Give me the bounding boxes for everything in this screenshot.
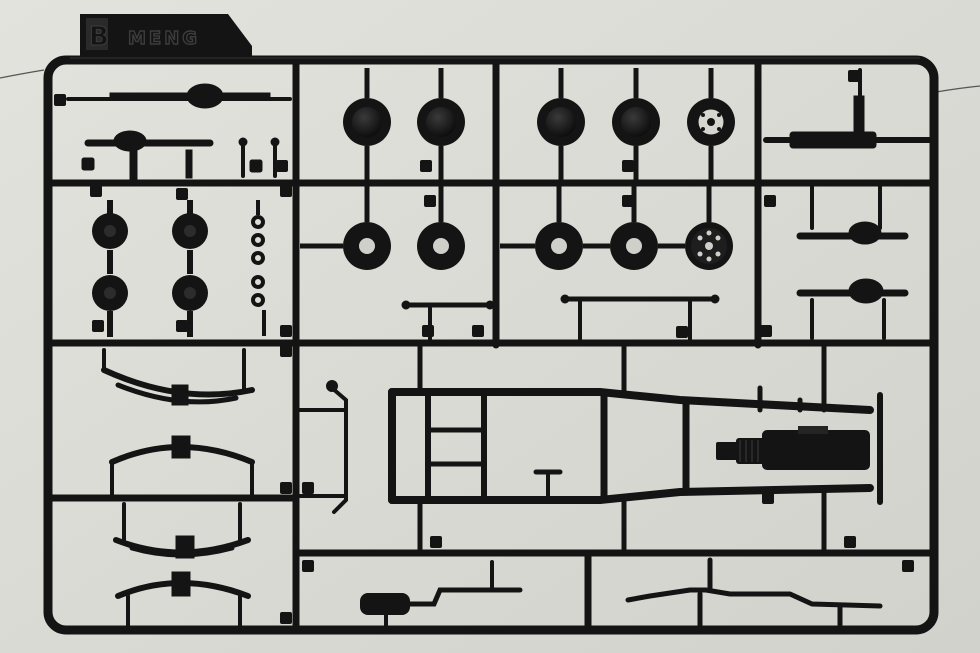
- engine-block-part: [716, 426, 870, 470]
- tire-parts: [300, 186, 733, 270]
- sprue-tag-brand: MENG: [128, 28, 200, 49]
- exhaust-pipe-part: [625, 557, 883, 629]
- sprue-frame: [43, 55, 939, 635]
- rear-axle-parts: [796, 184, 909, 340]
- steering-rod-part: [298, 380, 348, 514]
- tie-rod-parts: [401, 294, 720, 342]
- hanging-wires: [0, 69, 980, 93]
- driveshaft-part: [763, 68, 933, 149]
- sprue-gate-tabs: [54, 70, 914, 624]
- chain-part: [251, 200, 266, 336]
- bushing-parts: [92, 200, 208, 337]
- rim-parts-top: [343, 68, 735, 180]
- front-axle-part: [66, 83, 292, 181]
- sprue-tag: B MENG: [80, 14, 252, 60]
- muffler-part: [360, 560, 523, 630]
- sprue-tag-letter: B: [89, 22, 109, 52]
- chassis-frame-part: [388, 343, 883, 553]
- leaf-spring-parts: [101, 348, 255, 628]
